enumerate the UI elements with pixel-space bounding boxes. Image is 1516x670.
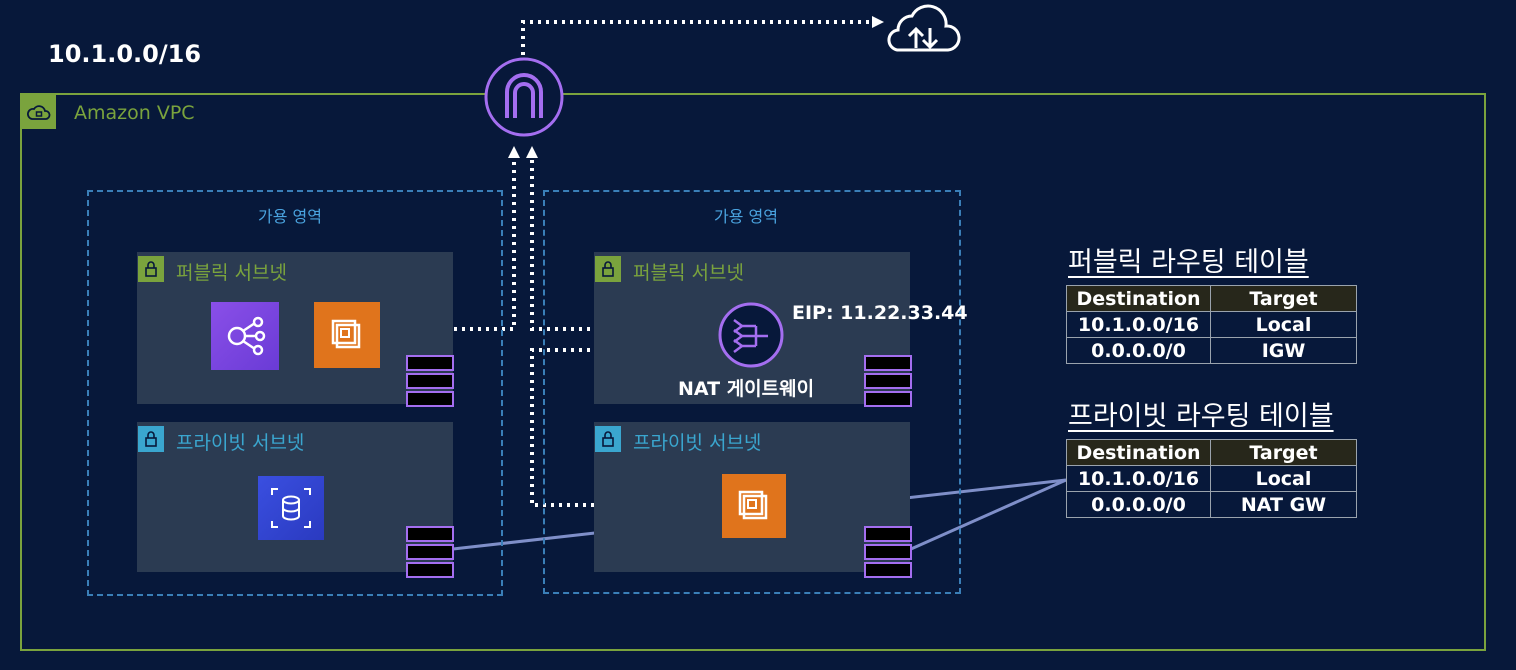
az1-public-route-table-icon bbox=[406, 355, 454, 409]
ec2-instance-icon[interactable] bbox=[722, 474, 786, 538]
private-route-table-title: 프라이빗 라우팅 테이블 bbox=[1068, 401, 1334, 432]
internet-gateway-icon[interactable] bbox=[483, 56, 565, 142]
availability-zone-1 bbox=[87, 190, 503, 596]
public-route-table: Destination Target 10.1.0.0/16 Local 0.0… bbox=[1066, 285, 1357, 364]
target-cell: Local bbox=[1210, 311, 1357, 338]
destination-cell: 10.1.0.0/16 bbox=[1066, 465, 1211, 492]
az1-public-subnet bbox=[137, 252, 453, 404]
column-header-destination: Destination bbox=[1066, 439, 1211, 466]
table-row: 10.1.0.0/16 Local bbox=[1066, 311, 1357, 338]
lock-icon bbox=[138, 426, 164, 452]
az2-public-subnet-title: 퍼블릭 서브넷 bbox=[633, 262, 744, 284]
igw-to-internet-path bbox=[521, 20, 872, 55]
column-header-target: Target bbox=[1210, 285, 1357, 312]
rds-database-icon[interactable] bbox=[258, 476, 324, 540]
internet-arrow-head bbox=[872, 16, 884, 28]
az2-private-subnet-title: 프라이빗 서브넷 bbox=[633, 432, 762, 454]
vpc-boundary bbox=[20, 93, 1486, 651]
table-row: 0.0.0.0/0 NAT GW bbox=[1066, 491, 1357, 518]
az1-private-route-table-icon bbox=[406, 526, 454, 580]
public-route-table-title: 퍼블릭 라우팅 테이블 bbox=[1068, 247, 1309, 278]
private-route-table: Destination Target 10.1.0.0/16 Local 0.0… bbox=[1066, 439, 1357, 518]
target-cell: NAT GW bbox=[1210, 491, 1357, 518]
lock-icon bbox=[595, 426, 621, 452]
nat-gateway-label: NAT 게이트웨이 bbox=[678, 378, 815, 400]
lock-icon bbox=[138, 256, 164, 282]
az1-private-subnet-title: 프라이빗 서브넷 bbox=[176, 432, 305, 454]
vpc-cidr: 10.1.0.0/16 bbox=[48, 40, 202, 68]
target-cell: Local bbox=[1210, 465, 1357, 492]
destination-cell: 0.0.0.0/0 bbox=[1066, 491, 1211, 518]
az1-label: 가용 영역 bbox=[258, 207, 322, 226]
az1-public-subnet-title: 퍼블릭 서브넷 bbox=[176, 262, 287, 284]
column-header-target: Target bbox=[1210, 439, 1357, 466]
target-cell: IGW bbox=[1210, 337, 1357, 364]
destination-cell: 10.1.0.0/16 bbox=[1066, 311, 1211, 338]
nat-eip-label: EIP: 11.22.33.44 bbox=[792, 302, 968, 324]
az2-private-route-table-icon bbox=[864, 526, 912, 580]
az2-label: 가용 영역 bbox=[714, 207, 778, 226]
az2-public-route-table-icon bbox=[864, 355, 912, 409]
ec2-instance-icon[interactable] bbox=[314, 302, 380, 368]
column-header-destination: Destination bbox=[1066, 285, 1211, 312]
availability-zone-2 bbox=[543, 190, 961, 594]
lock-icon bbox=[595, 256, 621, 282]
destination-cell: 0.0.0.0/0 bbox=[1066, 337, 1211, 364]
nat-gateway-icon[interactable] bbox=[718, 302, 784, 372]
vpc-label: Amazon VPC bbox=[74, 102, 195, 124]
internet-cloud-icon bbox=[884, 2, 962, 60]
table-row: 10.1.0.0/16 Local bbox=[1066, 465, 1357, 492]
table-row: 0.0.0.0/0 IGW bbox=[1066, 337, 1357, 364]
vpc-cloud-icon bbox=[22, 95, 56, 129]
load-balancer-icon[interactable] bbox=[211, 302, 279, 370]
